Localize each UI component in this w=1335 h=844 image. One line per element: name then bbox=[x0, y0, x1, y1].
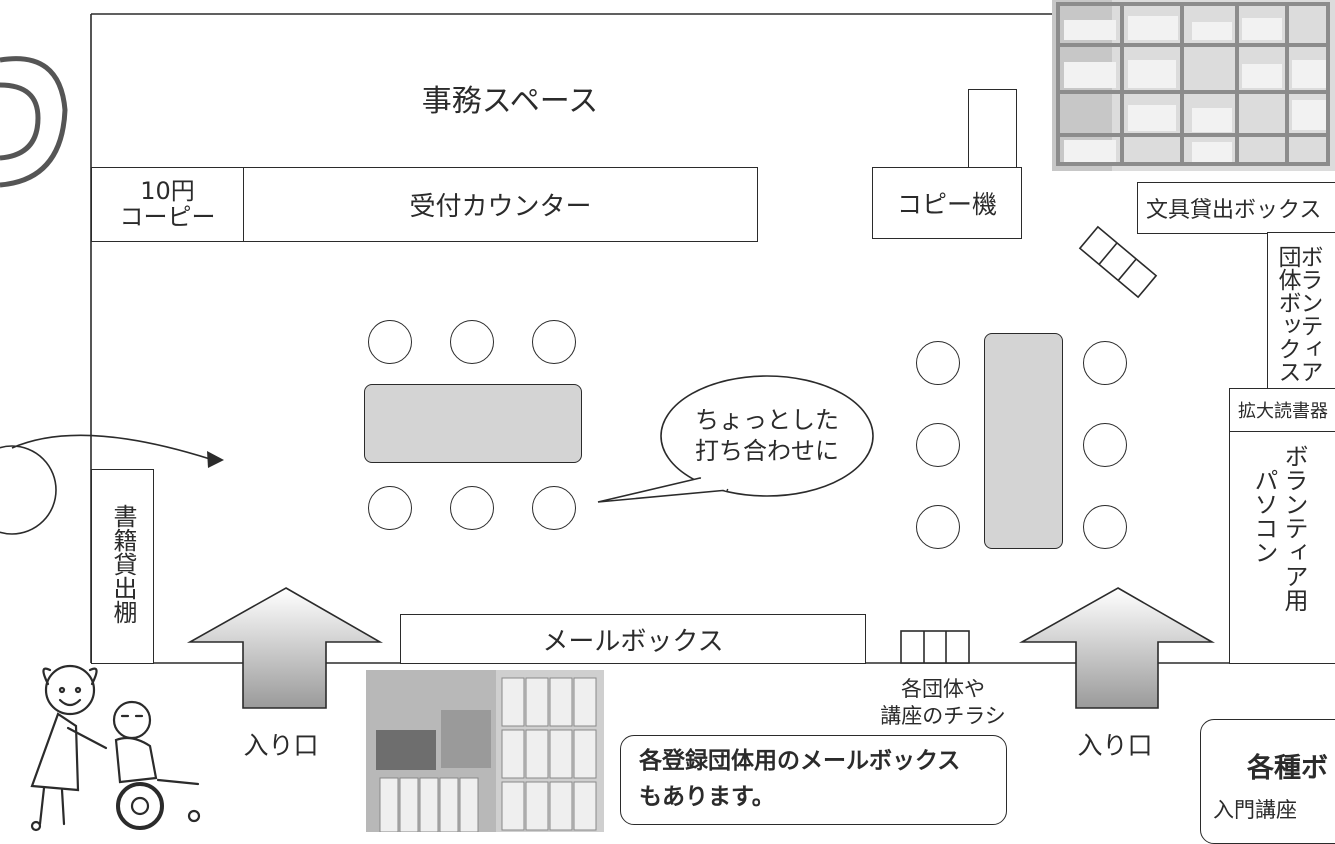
ten-yen-copy-area: 10円 コーピー bbox=[91, 167, 244, 242]
meeting-table-left bbox=[364, 384, 582, 463]
volunteer-pc-area: ボランティア用 パソコン bbox=[1229, 431, 1335, 664]
seat bbox=[532, 320, 576, 364]
volunteer-pc-text: ボランティア用 bbox=[1280, 444, 1308, 612]
mailbox-photo bbox=[366, 670, 604, 832]
seat bbox=[450, 486, 494, 530]
flyers-label: 各団体や 講座のチラシ bbox=[880, 676, 1006, 728]
seat bbox=[916, 341, 960, 385]
right-callout: 各種ボ 入門講座 bbox=[1200, 719, 1335, 844]
right-callout-sub: 入門講座 bbox=[1213, 798, 1297, 822]
office-space-label: 事務スペース bbox=[421, 84, 599, 119]
seat bbox=[368, 320, 412, 364]
copy-machine-top bbox=[968, 89, 1017, 169]
entrance-left-label: 入り口 bbox=[243, 731, 319, 760]
speech-bubble-text: ちょっとした 打ち合わせに bbox=[695, 405, 839, 465]
entrance-right-label: 入り口 bbox=[1077, 731, 1153, 760]
mailbox-note-callout: 各登録団体用のメールボックス もあります。 bbox=[620, 735, 1007, 825]
meeting-table-right bbox=[984, 333, 1063, 549]
seat bbox=[368, 486, 412, 530]
seat bbox=[1083, 505, 1127, 549]
wheelchair-illustration bbox=[8, 656, 208, 832]
stationery-loan-box: 文具貸出ボックス bbox=[1137, 182, 1335, 234]
seat bbox=[916, 423, 960, 467]
group-box-area: ボランティア 団体ボックス bbox=[1267, 232, 1335, 389]
group-box-text: 団体ボックス bbox=[1274, 245, 1300, 383]
reception-counter: 受付カウンター bbox=[243, 167, 758, 242]
book-lending-shelf: 書籍貸出棚 bbox=[91, 469, 154, 664]
seat bbox=[532, 486, 576, 530]
mailbox: メールボックス bbox=[400, 614, 866, 664]
copy-machine: コピー機 bbox=[872, 167, 1022, 239]
magnifier-reader: 拡大読書器 bbox=[1229, 388, 1335, 432]
book-shelf-text: 書籍貸出棚 bbox=[109, 504, 137, 624]
group-box-volunteer-text: ボランティア bbox=[1296, 245, 1322, 383]
seat bbox=[1083, 423, 1127, 467]
seat bbox=[1083, 341, 1127, 385]
pc-text: パソコン bbox=[1250, 468, 1278, 564]
shelves-photo bbox=[1052, 0, 1335, 171]
seat bbox=[450, 320, 494, 364]
seat bbox=[916, 505, 960, 549]
right-callout-title: 各種ボ bbox=[1247, 753, 1328, 784]
